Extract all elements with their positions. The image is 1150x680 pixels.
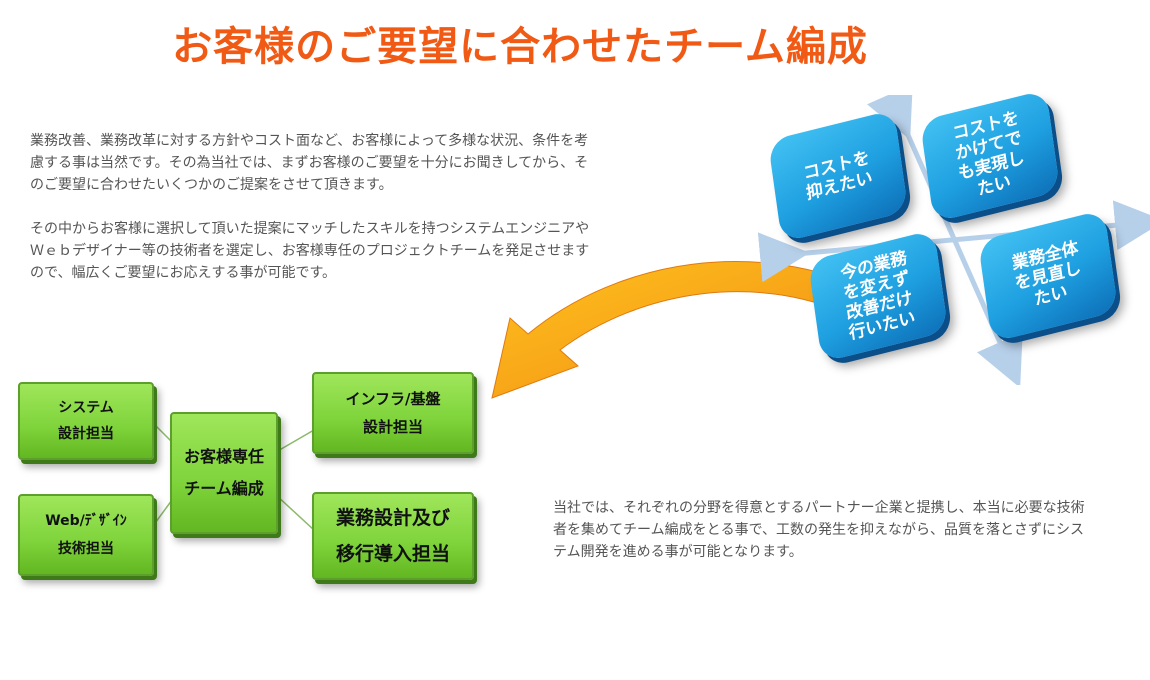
intro-paragraph-2: その中からお客様に選択して頂いた提案にマッチしたスキルを持つシステムエンジニアや… (30, 221, 590, 281)
team-box-web-design: Web/ﾃﾞｻﾞｲﾝ 技術担当 (18, 494, 154, 576)
page-title: お客様のご要望に合わせたチーム編成 (172, 24, 868, 70)
box-label: お客様専任 チーム編成 (183, 447, 264, 498)
intro-paragraph-1: 業務改善、業務改革に対する方針やコスト面など、お客様によって多様な状況、条件を考… (30, 133, 589, 193)
team-box-dedicated-team: お客様専任 チーム編成 (170, 412, 278, 534)
summary-paragraph: 当社では、それぞれの分野を得意とするパートナー企業と提携し、本当に必要な技術者を… (553, 500, 1085, 560)
tile-label: 今の業務 を変えず 改善だけ 行いたい (839, 247, 917, 345)
team-box-business-migration: 業務設計及び 移行導入担当 (312, 492, 474, 580)
tile-label: コストを 抑えたい (802, 147, 874, 205)
box-label: システム 設計担当 (58, 400, 114, 442)
team-box-system-design: システム 設計担当 (18, 382, 154, 460)
box-label: インフラ/基盤 設計担当 (345, 390, 441, 436)
box-label: Web/ﾃﾞｻﾞｲﾝ 技術担当 (45, 513, 127, 557)
box-label: 業務設計及び 移行導入担当 (335, 507, 450, 565)
requirements-matrix: コストを 抑えたい コストを かけてで も実現し たい 今の業務 を変えず 改善… (755, 89, 1150, 385)
tile-label: コストを かけてで も実現し たい (951, 107, 1026, 200)
team-box-infrastructure: インフラ/基盤 設計担当 (312, 372, 474, 454)
tile-label: 業務全体 を見直し たい (1010, 237, 1083, 310)
